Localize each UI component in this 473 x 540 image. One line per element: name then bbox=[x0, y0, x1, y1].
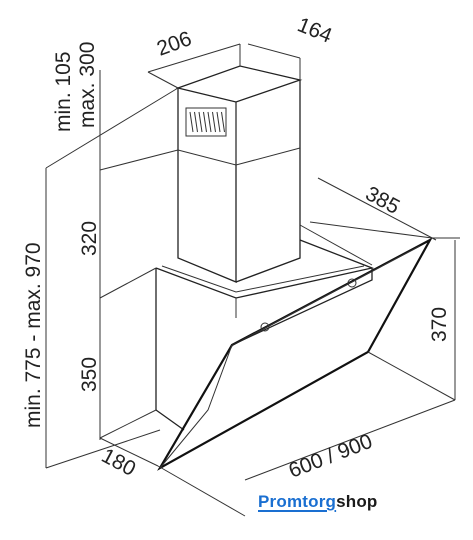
logo-brand: Promtorg bbox=[258, 492, 337, 511]
dim-chimney-width: 206 bbox=[154, 27, 195, 61]
vent-slot bbox=[212, 111, 216, 133]
dim-depth-top: 385 bbox=[362, 182, 404, 219]
chimney bbox=[175, 65, 303, 283]
vent-grille bbox=[185, 107, 227, 137]
dim-total-height: min. 775 - max. 970 bbox=[22, 242, 45, 428]
vent-slot bbox=[194, 111, 198, 133]
hood-body bbox=[155, 221, 433, 471]
dim-body-height: 350 bbox=[78, 357, 101, 392]
dim-hood-height: 370 bbox=[428, 307, 451, 342]
vent-slot bbox=[203, 111, 207, 133]
vent-slot bbox=[221, 111, 225, 133]
promtorgshop-logo: Promtorgshop bbox=[258, 492, 378, 512]
logo-suffix: shop bbox=[336, 492, 378, 511]
dim-above-chimney-max: max. 300 bbox=[76, 42, 99, 128]
dim-chimney-height: 320 bbox=[78, 221, 101, 256]
vent-slot bbox=[189, 111, 194, 133]
vent-slot bbox=[207, 111, 212, 133]
dim-chimney-depth: 164 bbox=[294, 13, 335, 48]
dimension-lines bbox=[45, 43, 460, 517]
dim-above-chimney-min: min. 105 bbox=[52, 51, 75, 132]
vent-slot bbox=[198, 111, 203, 133]
dim-bottom-depth: 180 bbox=[98, 444, 140, 481]
vent-slot bbox=[216, 111, 221, 133]
dim-width: 600 / 900 bbox=[286, 430, 376, 483]
